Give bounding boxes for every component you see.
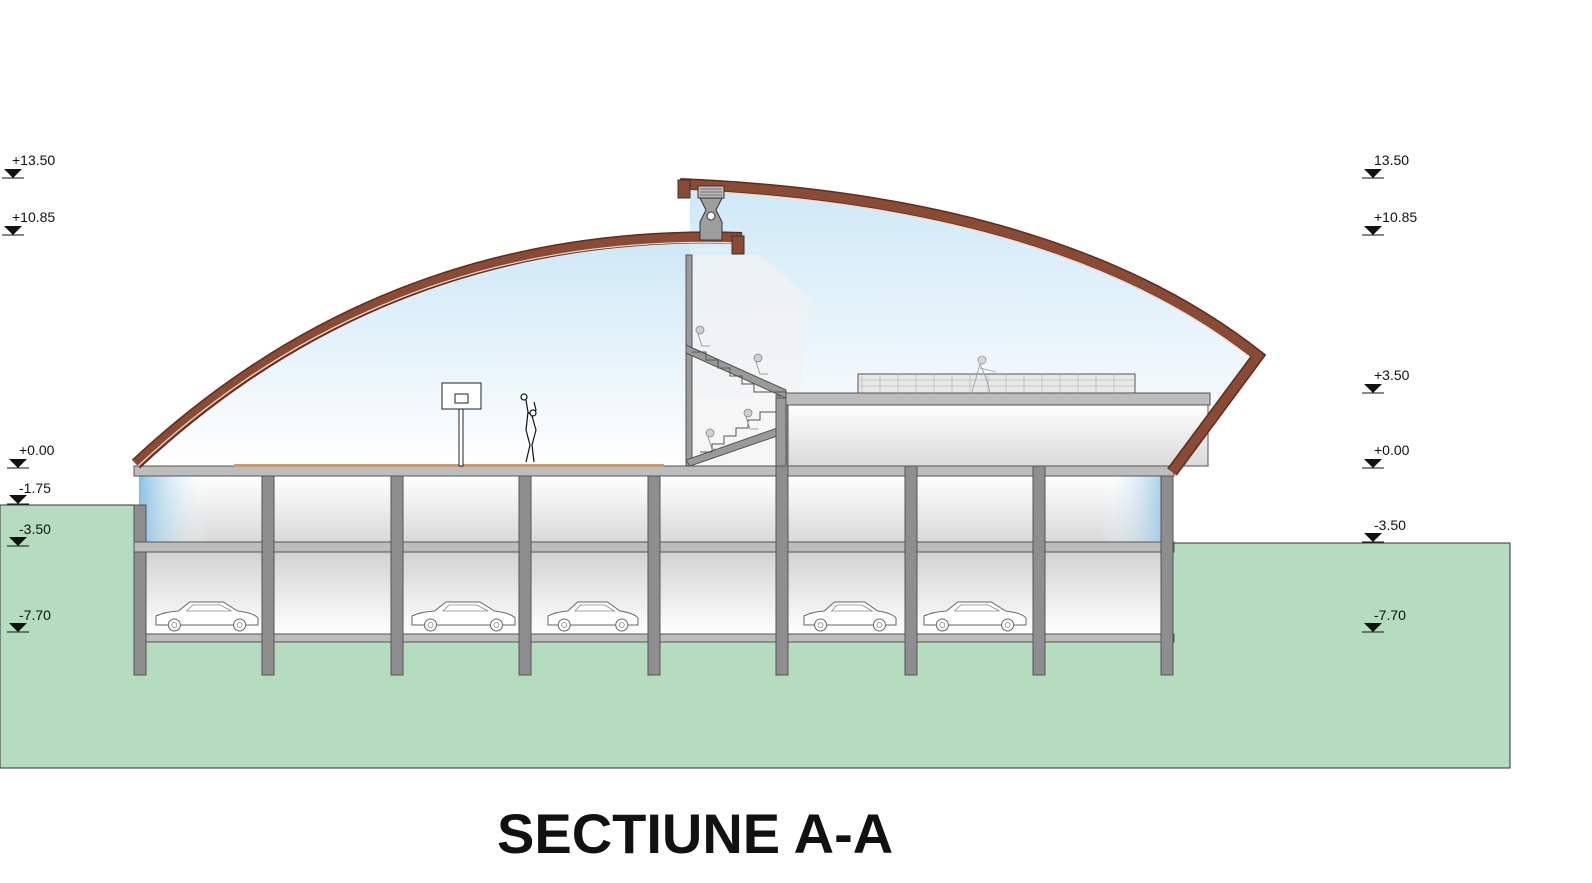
level-marker: +0.00 <box>1362 442 1410 469</box>
level-label: +3.50 <box>1374 367 1410 383</box>
right-roof-arch <box>677 178 1267 476</box>
drawing-title: SECTIUNE A-A <box>497 802 893 865</box>
car <box>155 601 259 632</box>
upper-floor <box>779 392 1211 467</box>
level-marker: +10.85 <box>1362 209 1417 236</box>
level-marker: -1.75 <box>7 480 51 505</box>
level-label: -3.50 <box>1374 517 1406 533</box>
court-floor <box>234 464 664 467</box>
tennis-player <box>971 355 997 393</box>
car <box>923 601 1027 632</box>
car <box>547 601 639 632</box>
level-marker: -7.70 <box>7 607 51 633</box>
level-markers-left: +13.50 +10.85 +0.00 -1.75 -3.50 -7.70 <box>2 152 55 633</box>
roof-joint-detail <box>697 185 725 241</box>
parked-cars <box>155 601 1027 632</box>
level-marker: +3.50 <box>1362 367 1410 394</box>
level-marker: +10.85 <box>2 209 55 236</box>
level-marker: -3.50 <box>1362 517 1406 543</box>
level-marker: +13.50 <box>2 152 55 179</box>
level-label: +0.00 <box>19 442 55 458</box>
level-label: +10.85 <box>12 209 55 225</box>
bleachers <box>685 254 787 467</box>
level-markers-right: 13.50 +10.85 +3.50 +0.00 -3.50 -7.70 <box>1362 152 1417 633</box>
level-label: -7.70 <box>1374 607 1406 623</box>
car <box>803 601 897 632</box>
left-roof-arch <box>131 231 745 469</box>
level-label: +13.50 <box>12 152 55 168</box>
level-label: 13.50 <box>1374 152 1409 168</box>
level-marker: 13.50 <box>1362 152 1409 179</box>
level-label: -1.75 <box>19 480 51 496</box>
basketball-hoop <box>441 382 482 467</box>
tennis-net <box>857 373 1136 394</box>
level-label: +10.85 <box>1374 209 1417 225</box>
level-label: -7.70 <box>19 607 51 623</box>
level-marker: +0.00 <box>7 442 55 469</box>
level-label: -3.50 <box>19 521 51 537</box>
basketball-player <box>520 393 537 463</box>
left-dome-interior <box>140 242 690 466</box>
level-marker: -3.50 <box>7 521 51 547</box>
car <box>411 601 516 632</box>
level-label: +0.00 <box>1374 442 1410 458</box>
spectators <box>695 325 768 450</box>
level-marker: -7.70 <box>1362 607 1406 633</box>
